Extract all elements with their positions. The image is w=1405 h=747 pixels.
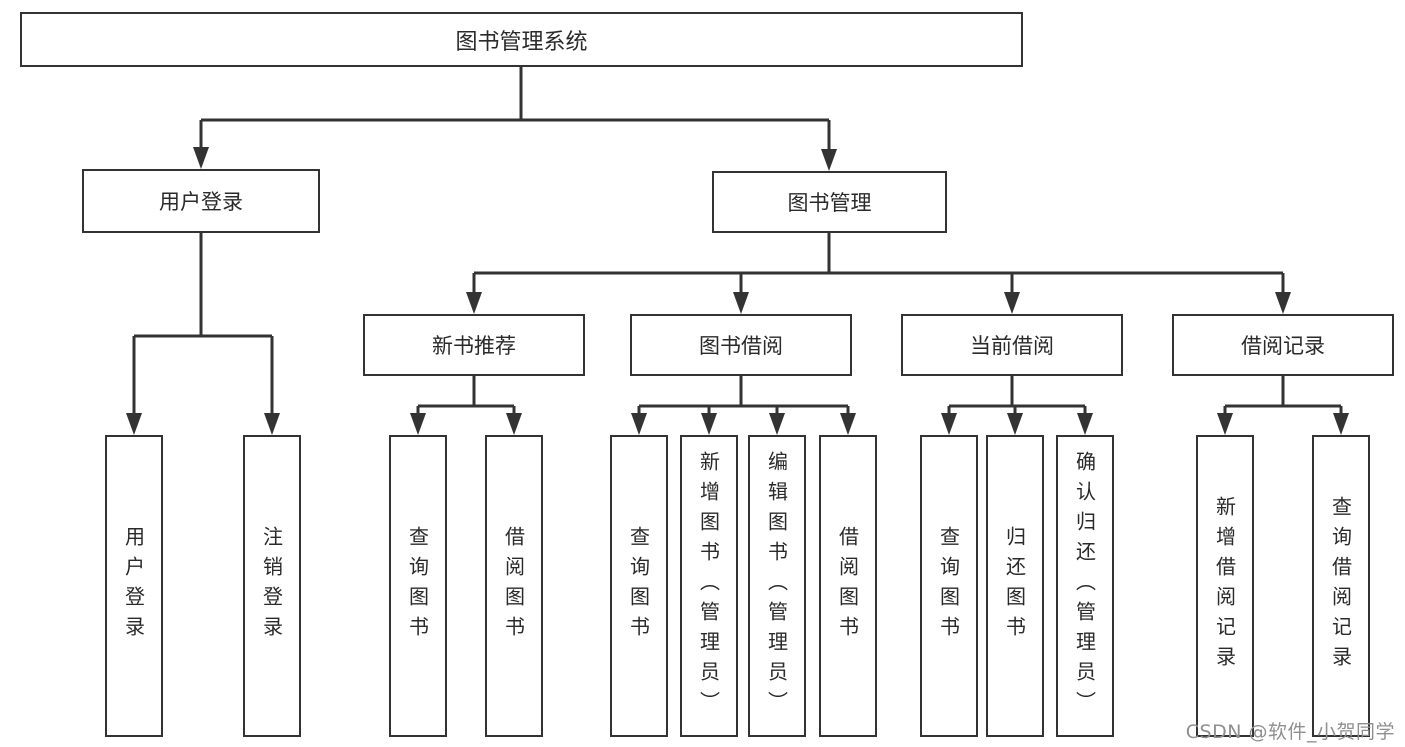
csdn-watermark: CSDN @软件_小贺同学 [1185, 721, 1395, 743]
leaf-bb-edit-book-admin-label: 编辑图书（管理员） [764, 451, 789, 721]
leaf-bb-add-book-admin: 新增图书（管理员） [680, 435, 738, 737]
leaf-logout: 注销登录 [243, 435, 301, 737]
leaf-rec-query-book: 查询图书 [389, 435, 447, 737]
leaf-br-query-record: 查询借阅记录 [1312, 435, 1370, 737]
node-new-book-recommend: 新书推荐 [363, 314, 585, 376]
leaf-user-login-label: 用户登录 [121, 526, 146, 646]
leaf-bb-edit-book-admin: 编辑图书（管理员） [748, 435, 806, 737]
leaf-bb-query-book-label: 查询图书 [626, 526, 651, 646]
leaf-bb-add-book-admin-label: 新增图书（管理员） [696, 451, 721, 721]
leaf-bb-query-book: 查询图书 [610, 435, 668, 737]
leaf-bb-borrow-book: 借阅图书 [819, 435, 877, 737]
leaf-cb-confirm-return-admin-label: 确认归还（管理员） [1072, 451, 1097, 721]
leaf-cb-query-book-label: 查询图书 [936, 526, 961, 646]
node-current-borrowing: 当前借阅 [901, 314, 1123, 376]
leaf-br-add-record: 新增借阅记录 [1196, 435, 1254, 737]
leaf-cb-return-book: 归还图书 [986, 435, 1044, 737]
leaf-br-query-record-label: 查询借阅记录 [1328, 496, 1353, 676]
node-borrowing-records: 借阅记录 [1172, 314, 1394, 376]
leaf-user-login: 用户登录 [105, 435, 163, 737]
node-book-borrowing: 图书借阅 [630, 314, 852, 376]
leaf-br-add-record-label: 新增借阅记录 [1212, 496, 1237, 676]
node-user-login: 用户登录 [82, 169, 320, 233]
leaf-rec-borrow-book-label: 借阅图书 [501, 526, 526, 646]
leaf-rec-query-book-label: 查询图书 [405, 526, 430, 646]
leaf-cb-confirm-return-admin: 确认归还（管理员） [1056, 435, 1114, 737]
leaf-logout-label: 注销登录 [259, 526, 284, 646]
node-root-library-system: 图书管理系统 [20, 12, 1023, 67]
leaf-cb-return-book-label: 归还图书 [1002, 526, 1027, 646]
arrowheads [126, 147, 1349, 435]
node-book-management: 图书管理 [712, 171, 947, 233]
leaf-bb-borrow-book-label: 借阅图书 [835, 526, 860, 646]
leaf-rec-borrow-book: 借阅图书 [485, 435, 543, 737]
leaf-cb-query-book: 查询图书 [920, 435, 978, 737]
